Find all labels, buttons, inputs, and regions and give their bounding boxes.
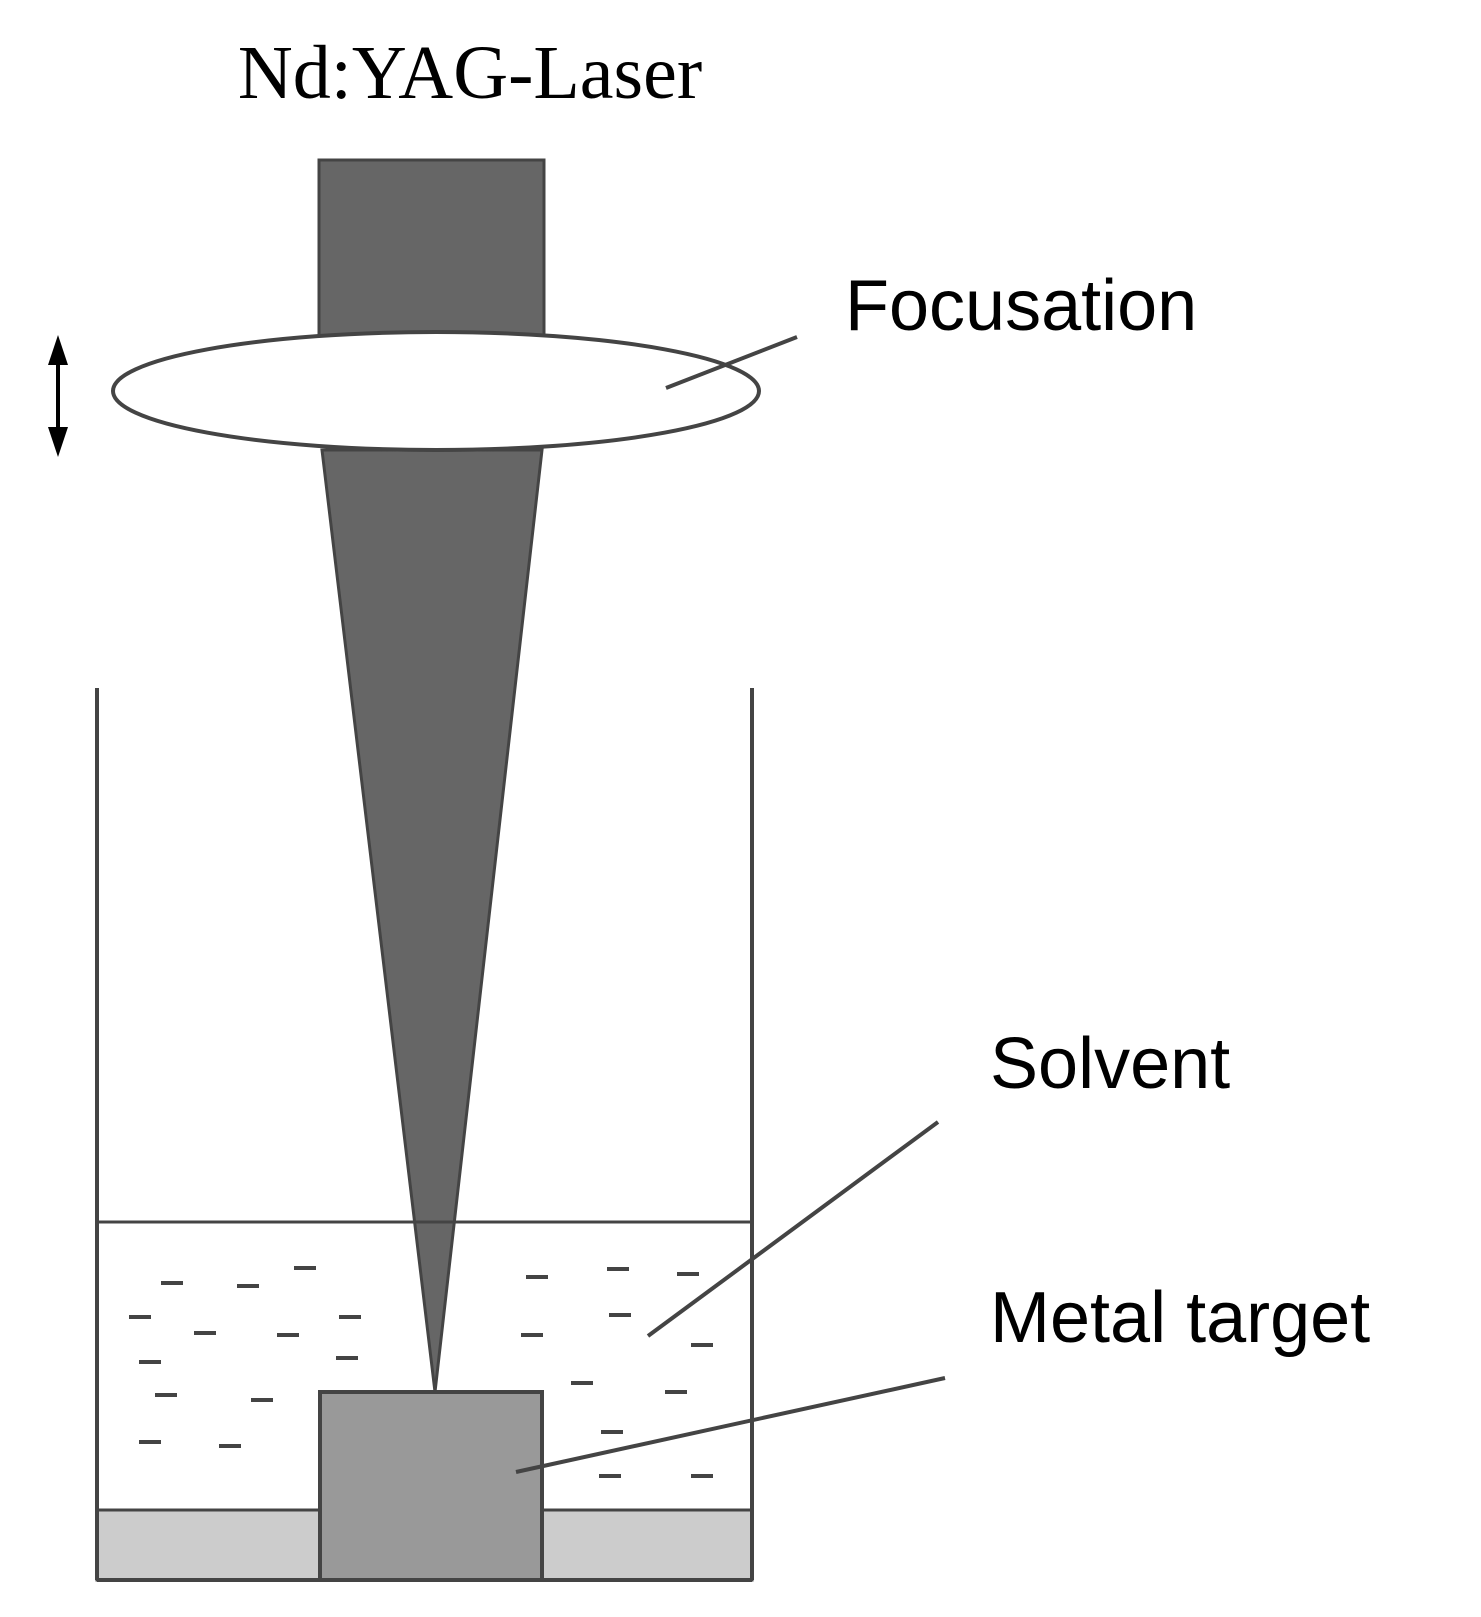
solvent-leader-line [646, 1120, 940, 1338]
title-label: Nd:YAG-Laser [238, 31, 702, 115]
metal-target-leader-line [515, 1376, 946, 1474]
metal-target [318, 1390, 544, 1582]
laser-beam-focused [320, 448, 544, 1393]
metal-target-label: Metal target [990, 1278, 1370, 1358]
solvent-label: Solvent [990, 1024, 1230, 1104]
focusing-lens [111, 330, 761, 452]
focusation-leader-line [665, 335, 798, 390]
solvent-particles [129, 1266, 713, 1478]
beaker-walls [95, 688, 754, 1582]
double-arrow-vertical-icon [48, 335, 68, 457]
focusation-label: Focusation [845, 266, 1197, 346]
